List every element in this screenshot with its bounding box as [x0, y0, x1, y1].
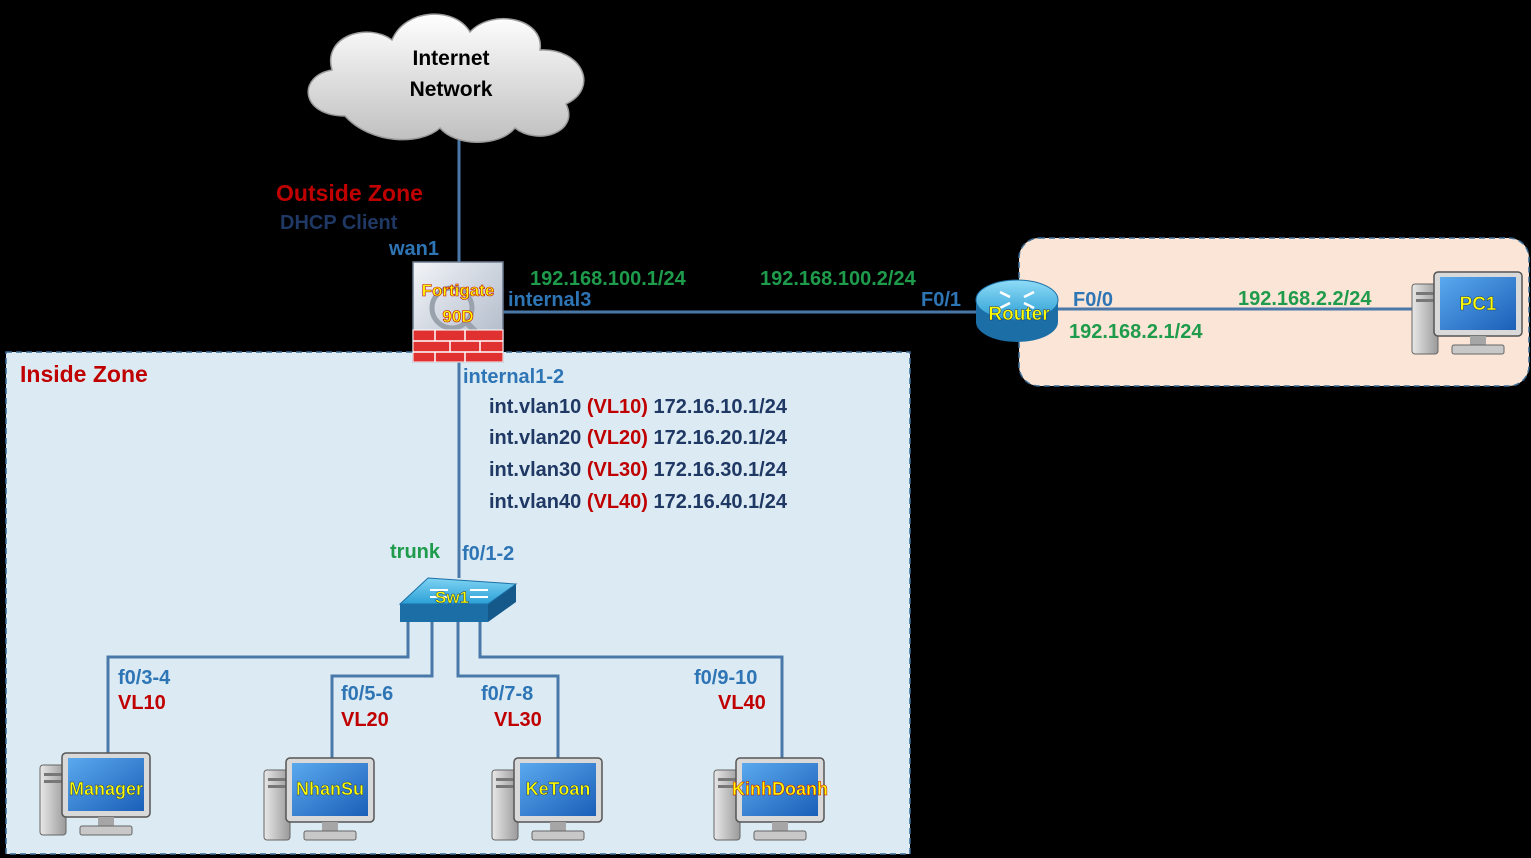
- ketoan-vlan-label: VL30: [494, 709, 542, 731]
- inside-zone-label: Inside Zone: [20, 361, 148, 387]
- manager-vlan-label: VL10: [118, 692, 166, 714]
- nhansu-label: NhanSu: [296, 779, 364, 799]
- nhansu-vlan-label: VL20: [341, 709, 389, 731]
- kinhdoanh-vlan-label: VL40: [718, 692, 766, 714]
- vlan-row: int.vlan30 (VL30) 172.16.30.1/24: [489, 459, 788, 481]
- wan1-port-label: wan1: [388, 238, 439, 260]
- host-kinhdoanh[interactable]: KinhDoanh: [713, 757, 828, 841]
- trunk-label: trunk: [390, 541, 441, 563]
- router-f01-ip: 192.168.100.2/24: [760, 268, 917, 290]
- kinhdoanh-port-label: f0/9-10: [694, 667, 757, 689]
- router-f00-port-label: F0/0: [1073, 289, 1113, 311]
- vlan-interface-list: int.vlan10 (VL10) 172.16.10.1/24 int.vla…: [489, 396, 788, 513]
- host-manager[interactable]: Manager: [39, 752, 151, 836]
- magnifier-icon: [429, 285, 475, 331]
- manager-label: Manager: [69, 779, 143, 799]
- pc1-ip: 192.168.2.2/24: [1238, 288, 1372, 310]
- switch-arrows-icon: [430, 589, 488, 598]
- ketoan-label: KeToan: [526, 779, 591, 799]
- switch-uplink-port-label: f0/1-2: [462, 543, 514, 565]
- firewall-label-line2: 90D: [442, 307, 473, 326]
- dhcp-client-label: DHCP Client: [280, 212, 398, 234]
- pc1-computer[interactable]: PC1: [1411, 271, 1523, 355]
- link-switch-nhansu: [330, 622, 434, 760]
- internal1-2-port-label: internal1-2: [463, 366, 564, 388]
- fortigate-firewall[interactable]: Fortigate 90D: [412, 261, 504, 363]
- internal3-port-label: internal3: [508, 289, 591, 311]
- nhansu-port-label: f0/5-6: [341, 683, 393, 705]
- router-f00-ip: 192.168.2.1/24: [1069, 321, 1203, 343]
- pc1-label: PC1: [1460, 294, 1497, 315]
- router-arrows-icon: [999, 290, 1035, 310]
- vlan-row: int.vlan10 (VL10) 172.16.10.1/24: [489, 396, 788, 418]
- manager-port-label: f0/3-4: [118, 667, 171, 689]
- host-ketoan[interactable]: KeToan: [491, 757, 603, 841]
- outside-zone-label: Outside Zone: [276, 180, 423, 206]
- kinhdoanh-label: KinhDoanh: [732, 779, 828, 799]
- link-switch-kinhdoanh: [478, 622, 784, 760]
- link-switch-manager: [106, 622, 410, 755]
- cloud-shape: [307, 13, 585, 143]
- cloud-label-line1: Internet: [412, 47, 489, 70]
- host-nhansu[interactable]: NhanSu: [263, 757, 375, 841]
- router-f01-port-label: F0/1: [921, 289, 961, 311]
- router-label: Router: [988, 304, 1050, 325]
- router[interactable]: Router: [975, 279, 1059, 342]
- switch-sw1[interactable]: Sw1: [398, 577, 518, 622]
- vlan-row: int.vlan20 (VL20) 172.16.20.1/24: [489, 427, 788, 449]
- cloud-label-line2: Network: [410, 78, 493, 101]
- link-switch-ketoan: [456, 622, 560, 760]
- ketoan-port-label: f0/7-8: [481, 683, 533, 705]
- links: [106, 140, 1418, 760]
- vlan-row: int.vlan40 (VL40) 172.16.40.1/24: [489, 491, 788, 513]
- firewall-label-line1: Fortigate: [422, 281, 495, 300]
- firewall-internal3-ip: 192.168.100.1/24: [530, 268, 687, 290]
- switch-label: Sw1: [435, 588, 469, 607]
- brick-wall-icon: [412, 329, 504, 363]
- internet-cloud: Internet Network: [307, 13, 585, 143]
